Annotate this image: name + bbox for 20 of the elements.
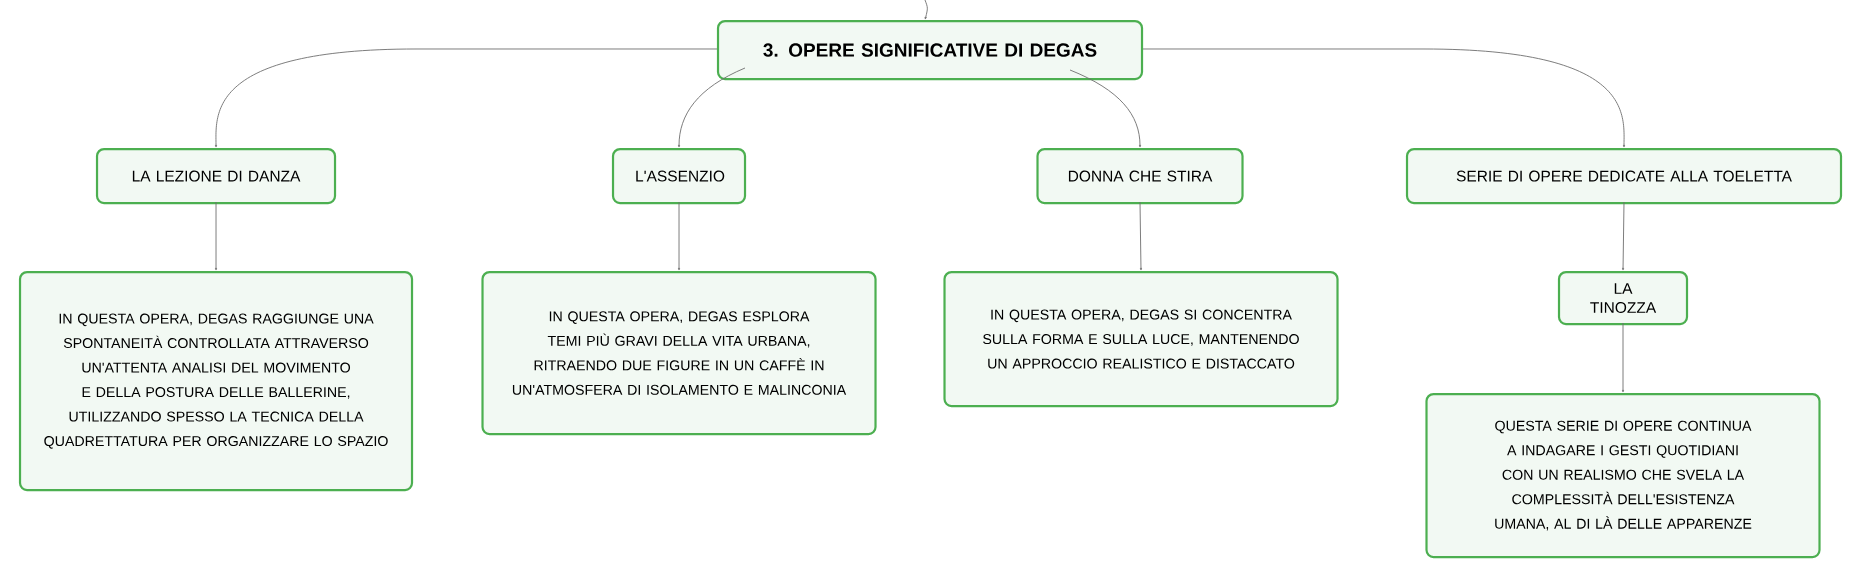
connector <box>214 48 718 148</box>
topic-box: SERIE DI OPERE DEDICATE ALLA TOELETTA <box>1405 148 1843 205</box>
topic-box: L'ASSENZIO <box>611 148 747 205</box>
connector <box>924 0 928 20</box>
connector <box>677 67 746 148</box>
description-box: QUESTA SERIE DI OPERE CONTINUA A INDAGARE I GESTI QUOTIDIANI CON UN REALISMO CHE SVELA LA COMPLESSITÀ DELL'ESISTENZA UMANA, AL DI LÀ DELLE APPARENZE <box>1425 393 1821 559</box>
description-box: IN QUESTA OPERA, DEGAS RAGGIUNGE UNA SPONTANEITÀ CONTROLLATA ATTRAVERSO UN'ATTENTA ANALISI DEL MOVIMENTO E DELLA POSTURA DELLE BALLERINE, UTILIZZANDO SPESSO LA TECNICA DELLA QUADRETTATURA PER ORGANIZZARE LO SPAZIO <box>18 271 414 492</box>
connector <box>214 201 218 271</box>
connector <box>1069 69 1142 148</box>
central-topic-box: 3. OPERE SIGNIFICATIVE DI DEGAS <box>716 20 1144 81</box>
connector <box>1621 201 1625 271</box>
topic-box: LA LEZIONE DI DANZA <box>95 148 337 205</box>
topic-box: DONNA CHE STIRA <box>1036 148 1244 205</box>
connector <box>677 201 681 271</box>
description-box: IN QUESTA OPERA, DEGAS SI CONCENTRA SULLA FORMA E SULLA LUCE, MANTENENDO UN APPROCCIO REALISTICO E DISTACCATO <box>943 271 1339 408</box>
connector <box>1142 48 1626 148</box>
connector <box>1139 201 1143 271</box>
topic-box: LA TINOZZA <box>1557 271 1689 326</box>
description-box: IN QUESTA OPERA, DEGAS ESPLORA TEMI PIÙ GRAVI DELLA VITA URBANA, RITRAENDO DUE FIGURE IN UN CAFFÈ IN UN'ATMOSFERA DI ISOLAMENTO E MALINCONIA <box>481 271 877 436</box>
connector <box>1621 322 1625 393</box>
